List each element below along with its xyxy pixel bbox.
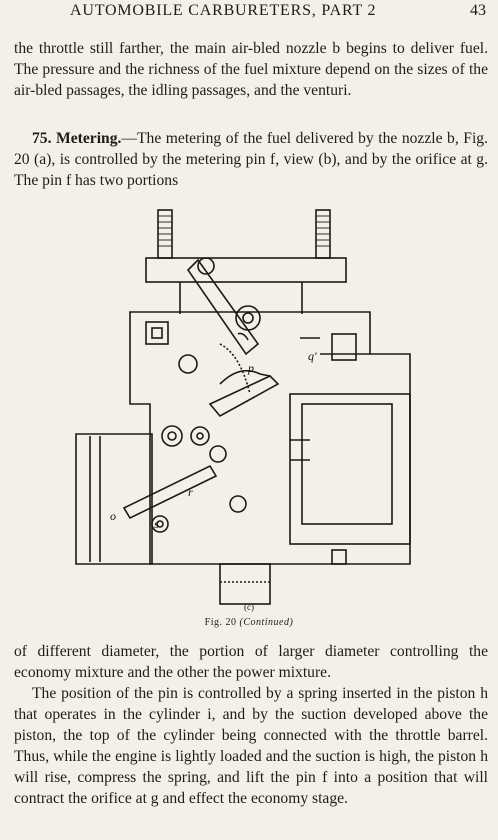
figure-labels: p q' o s r — [110, 349, 317, 531]
top-flange — [145, 257, 347, 283]
small-square — [145, 321, 169, 345]
page-number: 43 — [470, 2, 486, 19]
paragraph-2: 75. Metering.—The metering of the fuel d… — [14, 128, 488, 191]
section-number: 75. — [32, 130, 52, 147]
figure-caption: Fig. 20 (Continued) — [0, 617, 498, 628]
throttle-arm — [186, 258, 260, 356]
paragraph-3: of different diameter, the portion of la… — [14, 643, 488, 681]
label-s: s — [154, 517, 159, 531]
running-title: AUTOMOBILE CARBURETERS, PART 2 — [70, 2, 377, 19]
label-q-prime: q' — [308, 349, 317, 363]
linkage-rod — [219, 369, 271, 385]
bottom-outlet — [219, 563, 271, 605]
right-chamber — [289, 393, 411, 545]
label-o: o — [110, 509, 116, 523]
carburetor-illustration: p q' o s r — [75, 209, 411, 605]
lower-lever — [122, 464, 218, 520]
paragraph-1: the throttle still farther, the main air… — [14, 40, 488, 99]
paragraph-4: The position of the pin is controlled by… — [14, 685, 488, 807]
section-title: Metering. — [56, 130, 122, 147]
caption-prefix: Fig. 20 — [204, 617, 237, 628]
label-p: p — [247, 361, 254, 375]
caption-suffix: (Continued) — [239, 617, 294, 628]
page-header: AUTOMOBILE CARBURETERS, PART 2 43 — [0, 2, 498, 24]
figure-view-letter: (c) — [244, 602, 254, 612]
arm-pivot — [197, 257, 215, 275]
left-bowl — [75, 433, 153, 565]
main-body — [129, 311, 411, 565]
paragraph-2-text: —The metering of the fuel delivered by t… — [14, 130, 488, 189]
label-r: r — [188, 485, 193, 499]
